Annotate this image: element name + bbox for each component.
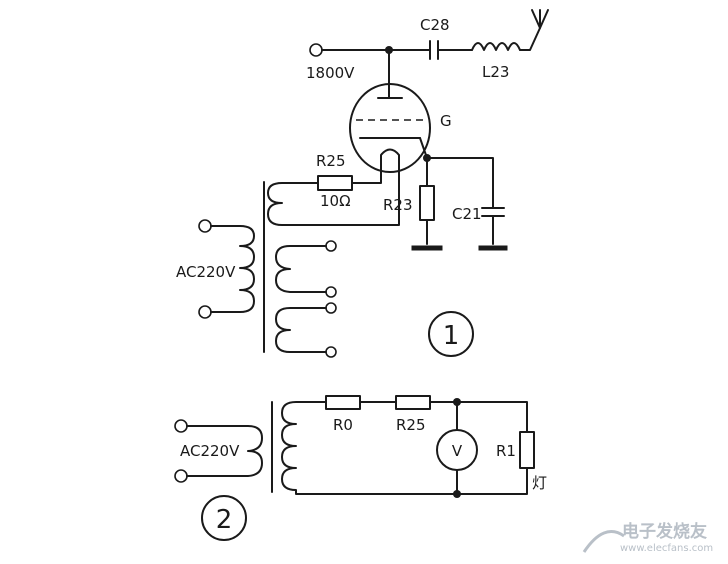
filament-left-wire [351, 171, 382, 184]
circuit-number-1: 1 [443, 321, 460, 351]
watermark-text: 电子发烧友 [622, 521, 707, 542]
ac2-terminal-top [174, 419, 188, 433]
ac-label-1: AC220V [176, 263, 236, 281]
l23-label: L23 [482, 63, 509, 81]
r1-resistor [519, 431, 535, 469]
c21-capacitor [481, 207, 505, 217]
c28-capacitor [429, 40, 439, 60]
l23-inductor [471, 42, 521, 51]
primary-winding-2 [186, 425, 263, 477]
vacuum-tube [349, 83, 431, 173]
watermark: 电子发烧友 www.elecfans.com [582, 521, 713, 554]
r1-label: R1 [496, 442, 516, 460]
hv-label: 1800V [306, 64, 355, 82]
lamp-label: 灯 [532, 474, 547, 492]
antenna-wire [519, 27, 541, 51]
tap-terminal-2 [325, 286, 337, 298]
antenna-icon [531, 9, 549, 29]
primary-winding [210, 225, 255, 313]
ac-label-2: AC220V [180, 442, 240, 460]
r25-resistor [317, 175, 353, 191]
circuit-number-2: 2 [216, 505, 233, 535]
r0-label: R0 [333, 416, 353, 434]
watermark-url: www.elecfans.com [620, 543, 713, 554]
c21-feed-wire [426, 157, 494, 209]
voltmeter-label: V [452, 442, 463, 460]
c28-label: C28 [420, 16, 450, 34]
secondary-winding-1 [267, 182, 283, 226]
circuit-1: 1800V C28 L23 G R23 C21 [176, 9, 549, 358]
c21-label: C21 [452, 205, 482, 223]
ac2-terminal-bottom [174, 469, 188, 483]
ac-terminal-bottom [198, 305, 212, 319]
circuit-2: AC220V R0 R25 V R1 灯 2 [174, 395, 547, 541]
r0-resistor [325, 395, 361, 410]
tube-filament [380, 148, 400, 173]
r25-label-c2: R25 [396, 416, 426, 434]
tap-terminal-1 [325, 240, 337, 252]
tube-label: G [440, 112, 452, 130]
secondary-winding-3 [275, 307, 327, 353]
tap-terminal-3 [325, 302, 337, 314]
circuit-number-2-circle [201, 495, 247, 541]
top-rail-wire [429, 401, 528, 433]
watermark-logo-icon [582, 530, 625, 553]
secondary-winding-2 [275, 245, 327, 293]
r23-label: R23 [383, 196, 413, 214]
secondary-winding-c2 [281, 401, 458, 495]
ac-terminal-top [198, 219, 212, 233]
tap-terminal-4 [325, 346, 337, 358]
r25-value: 10Ω [320, 192, 351, 210]
hv-terminal [309, 43, 323, 57]
r25-label: R25 [316, 152, 346, 170]
filament-right-wire [281, 171, 400, 226]
r25-resistor-c2 [395, 395, 431, 410]
bottom-rail-wire [456, 467, 528, 495]
circuit-number-1-circle [428, 311, 474, 357]
r23-resistor [419, 185, 435, 221]
